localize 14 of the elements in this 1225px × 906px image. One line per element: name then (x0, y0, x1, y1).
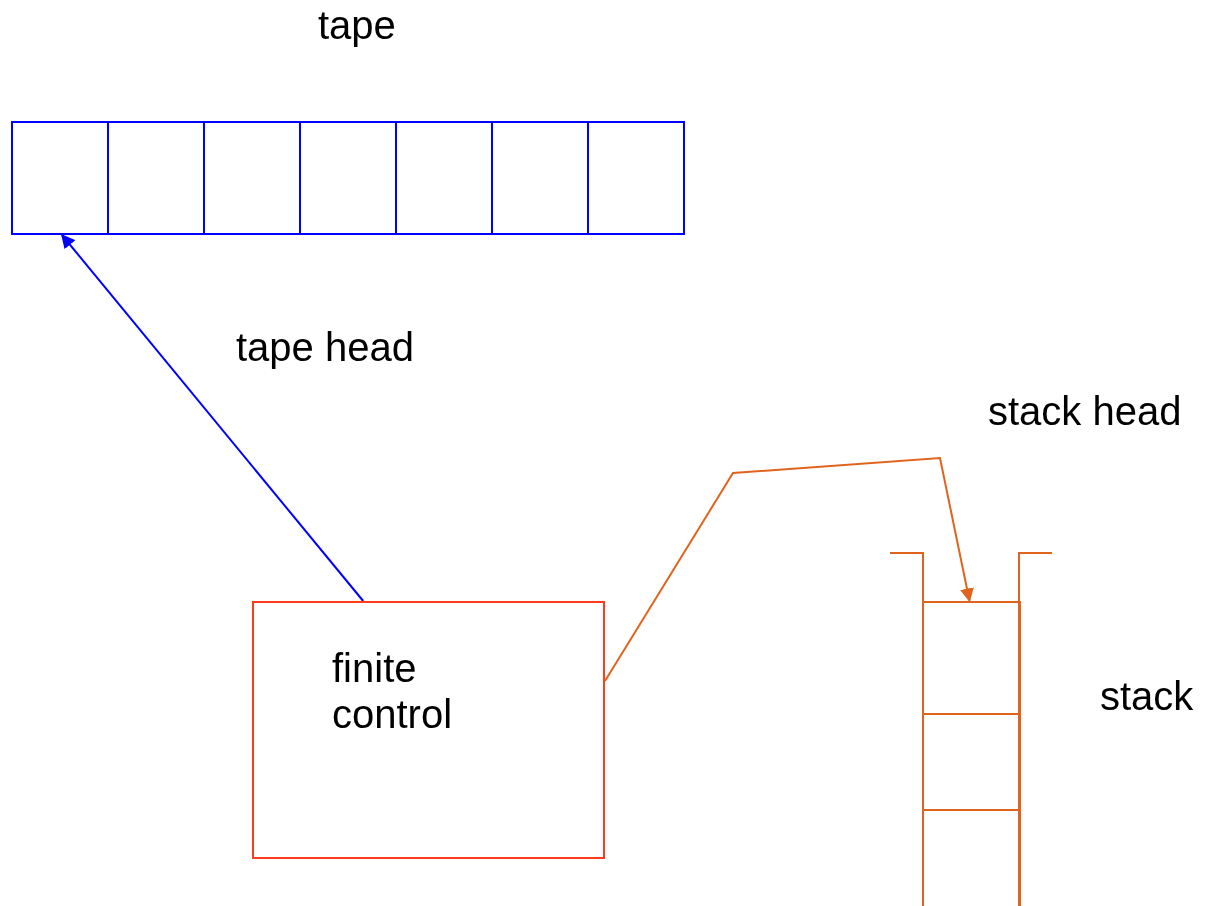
stack-cell (922, 601, 1021, 715)
stack-label: stack (1100, 673, 1194, 719)
tape-cell (299, 121, 397, 235)
control-label: finite control (332, 645, 454, 737)
tape-cell (203, 121, 301, 235)
tape-cell (587, 121, 685, 235)
control-box (252, 601, 605, 859)
tape-label: tape (318, 2, 396, 48)
arrow (604, 456, 974, 682)
tape-cell (11, 121, 109, 235)
tape-cell (491, 121, 589, 235)
tape-cell (107, 121, 205, 235)
arrow (60, 233, 365, 602)
tape-cell (395, 121, 493, 235)
